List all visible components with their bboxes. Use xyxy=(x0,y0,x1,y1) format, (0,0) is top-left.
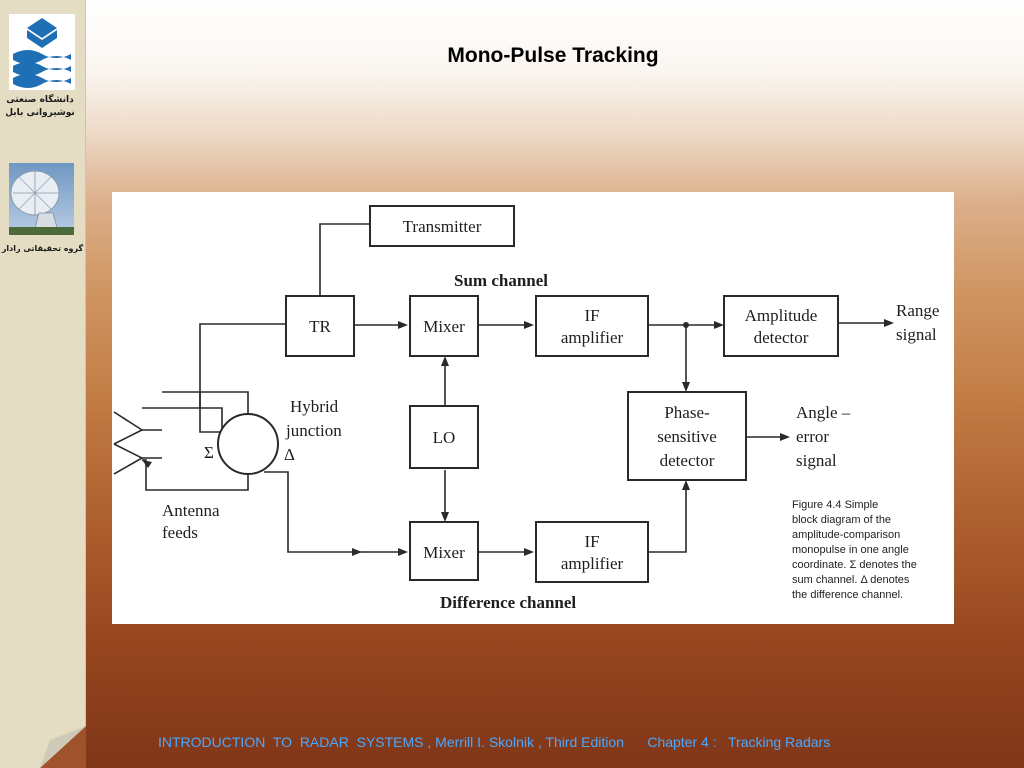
lo-label: LO xyxy=(433,428,456,447)
university-name-line2: نوشیروانی بابل xyxy=(5,108,75,118)
block-diagram-figure: Transmitter TR Mixer IF amplifier Amplit… xyxy=(112,192,954,624)
sum-channel-label: Sum channel xyxy=(454,271,548,290)
delta-label: Δ xyxy=(284,445,295,464)
mixer-bottom-block: Mixer xyxy=(409,521,479,581)
phase-detector-label-line2: sensitive xyxy=(657,427,717,446)
caption-line5: coordinate. Σ denotes the xyxy=(792,559,917,571)
amplitude-detector-label-line2: detector xyxy=(754,328,809,347)
angle-error-label-line2: error xyxy=(796,427,829,446)
if-amplifier-top-block: IF amplifier xyxy=(535,295,649,357)
amplitude-detector-block: Amplitude detector xyxy=(723,295,839,357)
figure-caption: Figure 4.4 Simple block diagram of the a… xyxy=(792,499,917,601)
antenna-feed-horns xyxy=(113,411,162,475)
range-signal-label-line2: signal xyxy=(896,325,937,344)
radar-dish-photo xyxy=(9,163,74,235)
hybrid-junction-label-line2: junction xyxy=(285,421,342,440)
amplitude-detector-label-line1: Amplitude xyxy=(745,306,818,325)
mixer-top-label: Mixer xyxy=(423,317,465,336)
tr-block: TR xyxy=(285,295,355,357)
hybrid-junction-label-line1: Hybrid xyxy=(290,397,339,416)
mixer-top-block: Mixer xyxy=(409,295,479,357)
footer: INTRODUCTION TO RADAR SYSTEMS , Merrill … xyxy=(158,734,830,750)
if-top-label-line2: amplifier xyxy=(561,328,624,347)
page-curl-decoration xyxy=(40,726,86,768)
monopulse-block-diagram: Transmitter TR Mixer IF amplifier Amplit… xyxy=(113,205,939,612)
phase-sensitive-detector-block: Phase- sensitive detector xyxy=(627,391,747,481)
antenna-feeds-label-line2: feeds xyxy=(162,523,198,542)
range-signal-label-line1: Range xyxy=(896,301,939,320)
transmitter-label: Transmitter xyxy=(403,217,482,236)
slide-title: Mono-Pulse Tracking xyxy=(447,44,659,67)
caption-line6: sum channel. Δ denotes xyxy=(792,574,910,586)
caption-line2: block diagram of the xyxy=(792,514,891,526)
footer-chapter: Chapter 4 : Tracking Radars xyxy=(647,734,831,750)
antenna-feeds-label-line1: Antenna xyxy=(162,501,220,520)
hybrid-junction-circle xyxy=(217,413,279,475)
difference-channel-label: Difference channel xyxy=(440,593,576,612)
sidebar: دانشگاه صنعتی نوشیروانی بابل گروه تحقیقا… xyxy=(0,0,86,768)
connector-lines xyxy=(142,223,888,553)
angle-error-label-line1: Angle – xyxy=(796,403,851,422)
if-top-label-line1: IF xyxy=(584,306,599,325)
caption-line3: amplitude-comparison xyxy=(792,529,900,541)
lo-block: LO xyxy=(409,405,479,469)
if-bottom-label-line2: amplifier xyxy=(561,554,624,573)
if-amplifier-bottom-block: IF amplifier xyxy=(535,521,649,583)
footer-book-reference: INTRODUCTION TO RADAR SYSTEMS , Merrill … xyxy=(158,734,624,750)
university-name: دانشگاه صنعتی نوشیروانی بابل xyxy=(2,94,78,120)
angle-error-label-line3: signal xyxy=(796,451,837,470)
transmitter-block: Transmitter xyxy=(369,205,515,247)
university-logo xyxy=(9,14,75,90)
mixer-bottom-label: Mixer xyxy=(423,543,465,562)
caption-line4: monopulse in one angle xyxy=(792,544,909,556)
caption-line7: the difference channel. xyxy=(792,589,903,601)
university-name-line1: دانشگاه صنعتی xyxy=(6,95,74,105)
if-bottom-label-line1: IF xyxy=(584,532,599,551)
phase-detector-label-line1: Phase- xyxy=(664,403,710,422)
sigma-label: Σ xyxy=(204,443,214,462)
caption-line1: Figure 4.4 Simple xyxy=(792,499,878,511)
tr-label: TR xyxy=(309,317,331,336)
phase-detector-label-line3: detector xyxy=(660,451,715,470)
research-group-name: گروه تحقیقاتی رادار xyxy=(1,244,84,253)
